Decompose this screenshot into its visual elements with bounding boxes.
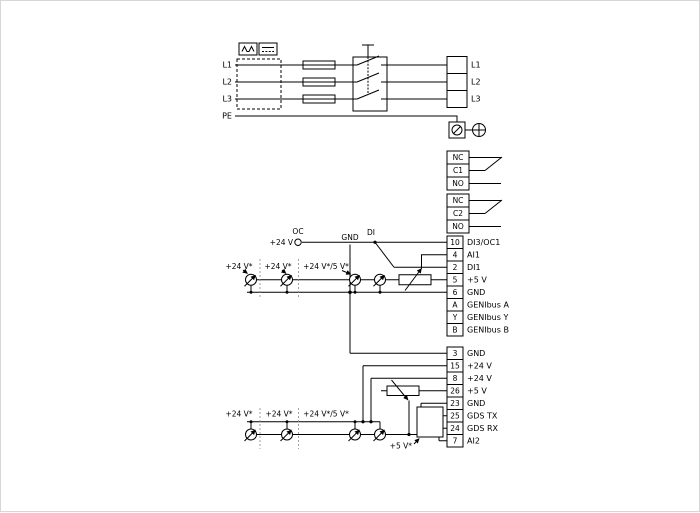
terminal-number: 4 bbox=[453, 250, 458, 259]
di-switch-icon bbox=[374, 241, 447, 268]
power-section: L1 L2 L3 PE bbox=[222, 42, 486, 139]
mains-terminal-block: L1 L2 L3 bbox=[446, 56, 481, 108]
terminal-number: A bbox=[452, 300, 458, 309]
relay1-c1-label: C1 bbox=[453, 166, 463, 175]
relay1-nc-label: NC bbox=[453, 153, 464, 162]
sensor-transmitter-icons-upper bbox=[244, 273, 386, 287]
relay2-c2-label: C2 bbox=[453, 209, 463, 218]
oc-annotation: OC bbox=[292, 227, 303, 236]
terminal-number: 24 bbox=[450, 424, 460, 433]
terminal-number: 3 bbox=[453, 349, 458, 358]
terminal-number: 25 bbox=[450, 411, 460, 420]
earth-icon bbox=[472, 123, 486, 137]
relay1-terminals: NC C1 NO bbox=[446, 150, 503, 191]
sensor-supply-label: +24 V* bbox=[265, 410, 292, 419]
relay2-terminals: NC C2 NO bbox=[446, 193, 503, 234]
rcd-enclosure-box bbox=[236, 58, 282, 110]
relay2-contact-icon bbox=[469, 199, 503, 227]
power-input-label-l1: L1 bbox=[222, 61, 232, 70]
fuse-icon-l3 bbox=[302, 94, 336, 104]
relay-section: NC C1 NO NC C2 NO bbox=[446, 150, 503, 234]
power-output-label-l3: L3 bbox=[471, 95, 481, 104]
terminal-label: +24 V bbox=[467, 374, 492, 383]
potentiometer-icon-upper bbox=[398, 254, 447, 291]
terminal-label: GND bbox=[467, 349, 485, 358]
terminal-label: GENIbus Y bbox=[467, 313, 508, 322]
gds-supply-label: +5 V* bbox=[390, 442, 413, 451]
relay2-nc-label: NC bbox=[453, 196, 464, 205]
terminal-label: GDS RX bbox=[467, 424, 499, 433]
relay1-no-label: NO bbox=[452, 179, 464, 188]
di-annotation: DI bbox=[367, 228, 375, 237]
disconnect-switch-icon bbox=[352, 44, 388, 112]
terminal-number: 8 bbox=[453, 374, 458, 383]
power-input-label-pe: PE bbox=[222, 112, 232, 121]
gnd-annotation: GND bbox=[341, 233, 358, 242]
power-input-label-l2: L2 bbox=[222, 78, 232, 87]
sensor-supply-label: +24 V*/5 V* bbox=[303, 410, 349, 419]
sensor-supply-label: +24 V* bbox=[264, 262, 291, 271]
terminal-number: 10 bbox=[450, 238, 460, 247]
upper-external-wiring: +24 V OC DI GND bbox=[225, 227, 447, 354]
power-input-label-l3: L3 bbox=[222, 95, 232, 104]
terminal-label: +24 V bbox=[467, 361, 492, 370]
terminal-label: GND bbox=[467, 399, 485, 408]
oc-contact-icon bbox=[294, 238, 302, 246]
lower-external-wiring: +5 V* +24 V* +24 V* +24 V*/5 V* bbox=[225, 365, 447, 451]
terminal-label: GENIbus A bbox=[467, 300, 509, 309]
fuse-icon-l2 bbox=[302, 77, 336, 87]
terminal-label: DI1 bbox=[467, 263, 481, 272]
terminal-number: 2 bbox=[453, 263, 458, 272]
terminal-number: 23 bbox=[450, 399, 460, 408]
terminal-number: 7 bbox=[453, 436, 458, 445]
terminal-number: B bbox=[452, 325, 457, 334]
sensor-transmitter-icons-lower bbox=[244, 428, 386, 442]
plus24v-annotation: +24 V bbox=[270, 238, 294, 247]
terminal-label: GENIbus B bbox=[467, 325, 509, 334]
fuse-icons bbox=[302, 60, 336, 104]
fuse-icon-l1 bbox=[302, 60, 336, 70]
power-output-label-l1: L1 bbox=[471, 61, 481, 70]
terminal-number: 26 bbox=[450, 386, 460, 395]
sensor-supply-label: +24 V*/5 V* bbox=[303, 262, 349, 271]
sensor-supply-label: +24 V* bbox=[225, 262, 252, 271]
relay1-contact-icon bbox=[469, 156, 503, 184]
power-wires bbox=[235, 64, 458, 122]
io-terminal-strip-lower: 3 15 8 26 23 25 24 7 GND +24 V +24 V +5 … bbox=[446, 346, 499, 448]
rcd-dc-icon bbox=[258, 42, 278, 56]
terminal-number: 5 bbox=[453, 275, 458, 284]
sensor-supply-label: +24 V* bbox=[225, 410, 252, 419]
rcd-type-icons bbox=[238, 42, 278, 56]
terminal-label: GND bbox=[467, 288, 485, 297]
gds-module-box bbox=[416, 406, 447, 438]
terminal-label: DI3/OC1 bbox=[467, 238, 500, 247]
terminal-label: GDS TX bbox=[467, 411, 498, 420]
io-terminal-strip-upper: 10 4 2 5 6 A Y B DI3/OC1 AI1 DI1 +5 V GN… bbox=[446, 235, 509, 337]
power-output-label-l2: L2 bbox=[471, 78, 481, 87]
potentiometer-icon-lower bbox=[386, 379, 420, 437]
terminal-number: Y bbox=[452, 313, 458, 322]
terminal-label: +5 V bbox=[467, 275, 487, 284]
terminal-label: +5 V bbox=[467, 386, 487, 395]
relay2-no-label: NO bbox=[452, 222, 464, 231]
terminal-label: AI2 bbox=[467, 436, 480, 445]
terminal-number: 15 bbox=[450, 361, 460, 370]
terminal-label: AI1 bbox=[467, 250, 480, 259]
pe-ground-icons bbox=[448, 121, 486, 139]
rcd-pulse-icon bbox=[238, 42, 258, 56]
terminal-number: 6 bbox=[453, 288, 458, 297]
